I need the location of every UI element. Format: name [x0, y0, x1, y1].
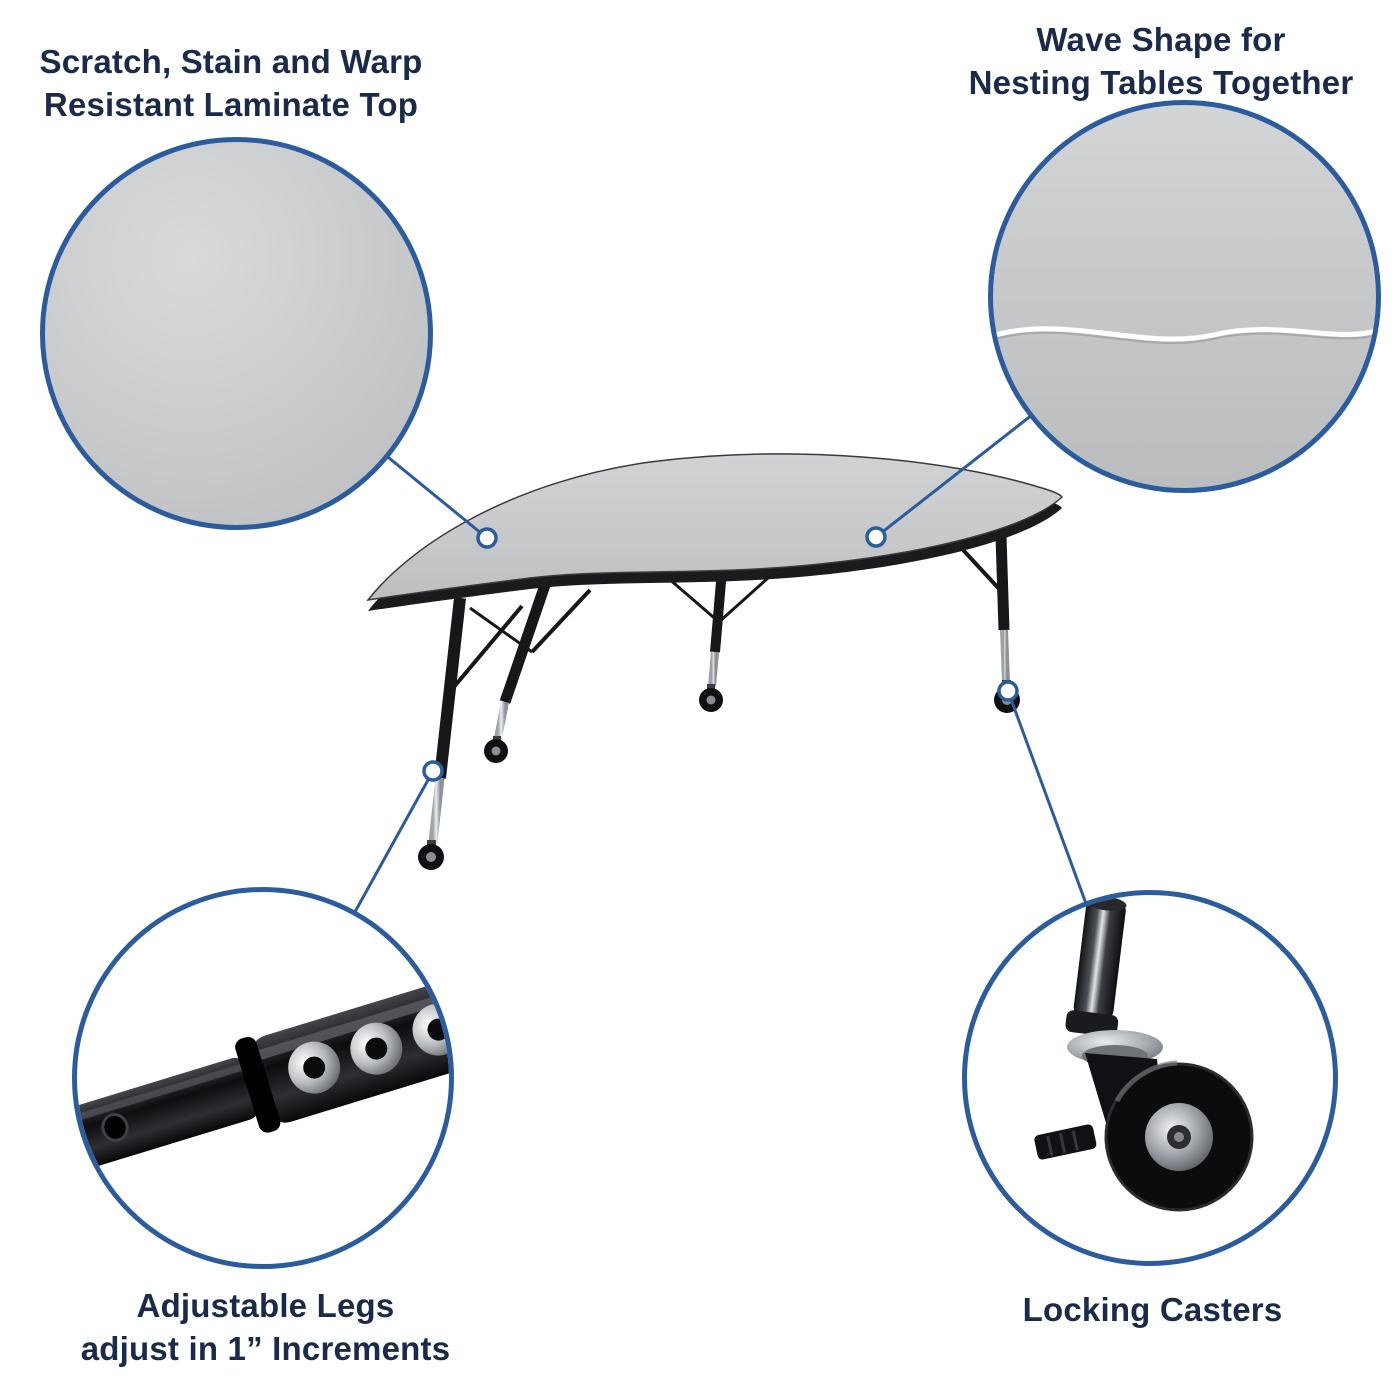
table-leg: [667, 569, 770, 712]
locking-caster-icon: [1034, 896, 1254, 1212]
callout-dot: [476, 527, 498, 549]
adjustable-leg-detail: [72, 887, 454, 1269]
callout-dot: [865, 526, 887, 548]
brake-lever: [1034, 1124, 1097, 1160]
caption-locking-casters: Locking Casters: [920, 1288, 1385, 1331]
caption-line: Resistant Laminate Top: [43, 86, 419, 123]
table-top: [366, 453, 1063, 602]
caption-wave-shape: Wave Shape for Nesting Tables Together: [925, 18, 1397, 104]
caption-adjustable-legs: Adjustable Legs adjust in 1” Increments: [33, 1284, 498, 1370]
table-leg: [418, 597, 524, 870]
locking-caster-detail: [962, 890, 1338, 1266]
caption-line: Wave Shape for: [1036, 21, 1286, 58]
table-leg: [469, 583, 592, 763]
activity-table: [366, 453, 1063, 870]
wave-seam-detail: [988, 100, 1381, 493]
caster-stem: [1065, 896, 1127, 1037]
adjustable-leg-icon: [77, 961, 449, 1181]
caption-line: Locking Casters: [1022, 1291, 1283, 1328]
caption-line: Adjustable Legs: [136, 1287, 395, 1324]
nesting-seam-line: [993, 326, 1376, 345]
caption-line: adjust in 1” Increments: [80, 1330, 451, 1367]
caption-line: Nesting Tables Together: [968, 64, 1354, 101]
caption-laminate-top: Scratch, Stain and Warp Resistant Lamina…: [0, 40, 462, 126]
laminate-top-detail: [40, 137, 433, 530]
caption-line: Scratch, Stain and Warp: [39, 43, 423, 80]
callout-dot: [997, 680, 1019, 702]
callout-dot: [422, 760, 444, 782]
callout-dots: [422, 526, 1019, 782]
